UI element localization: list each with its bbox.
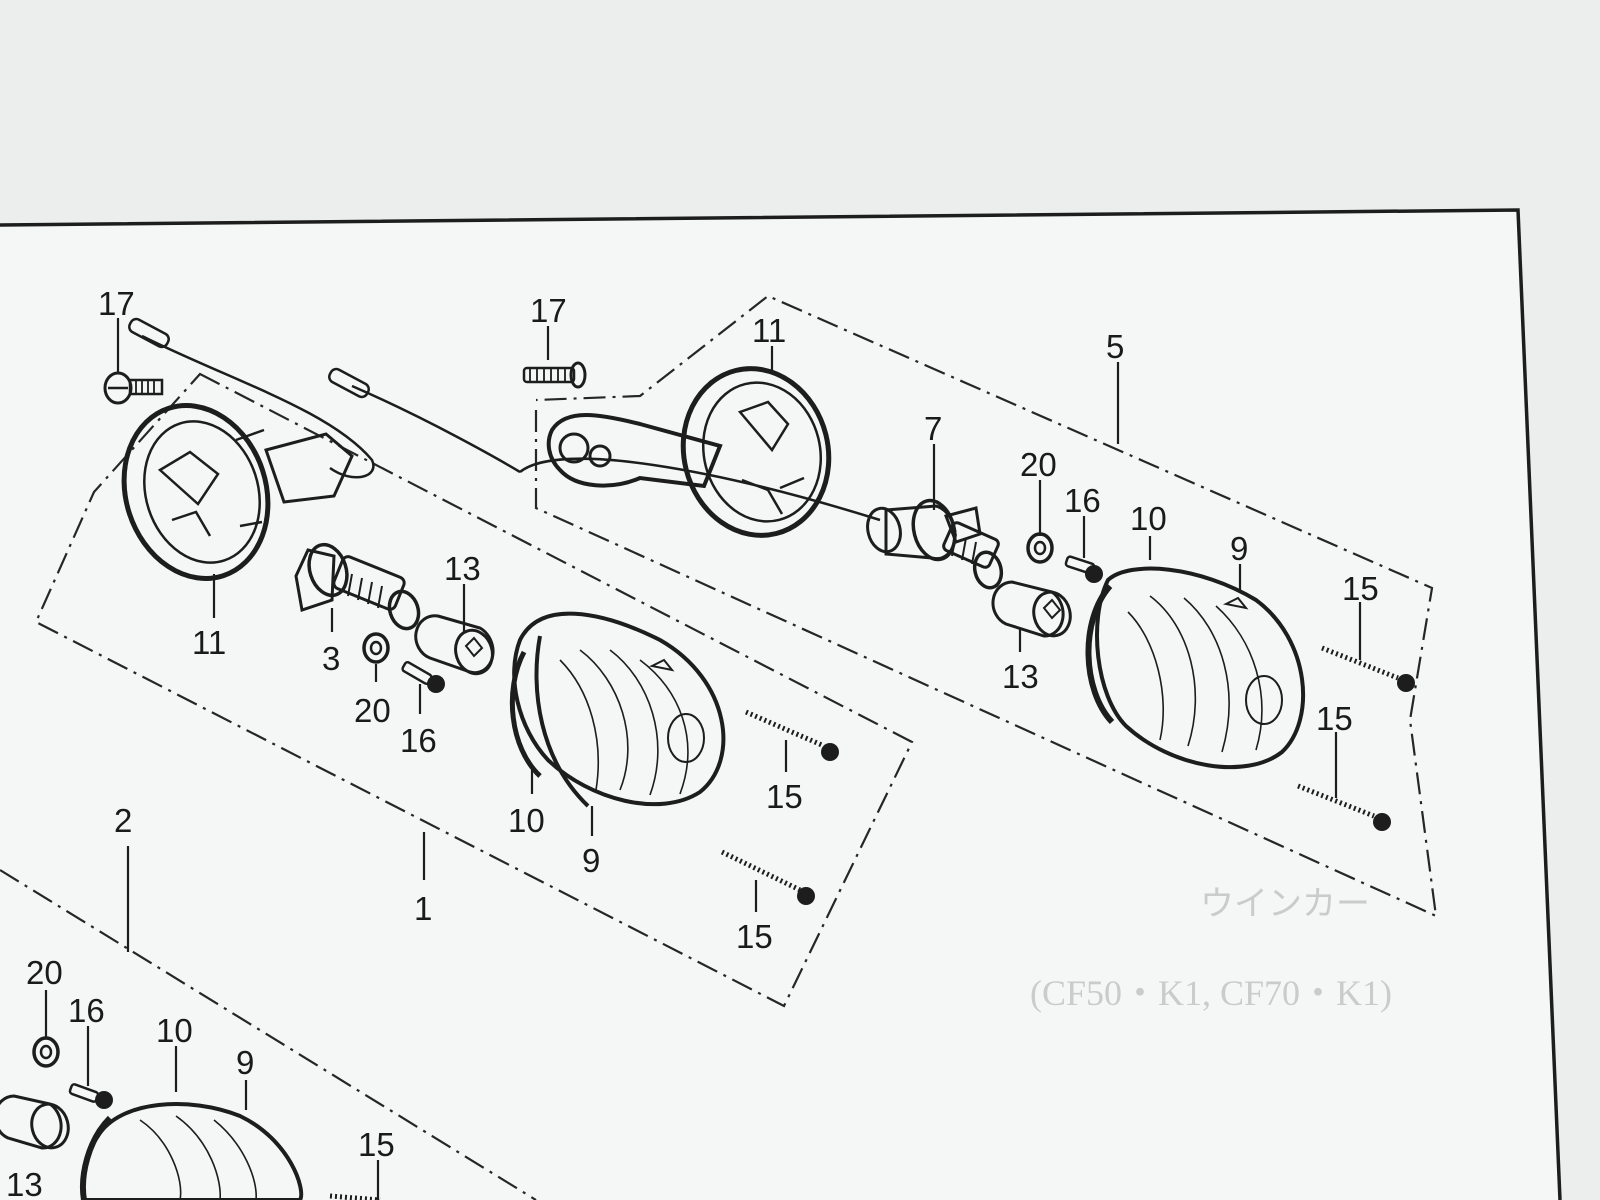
screw-16-bottom: [68, 1083, 113, 1109]
callout-3: 3: [322, 640, 340, 677]
diagram-border: [0, 208, 1562, 1200]
callout-15: 15: [1342, 570, 1379, 607]
callout-16: 16: [400, 722, 437, 759]
callout-10: 10: [1130, 500, 1167, 537]
gasket-10-left: [509, 650, 542, 778]
screw-16-right: [1064, 555, 1103, 583]
gasket-10-right: [1085, 584, 1115, 725]
housing-11-left: [121, 403, 354, 581]
callout-15: 15: [766, 778, 803, 815]
callout-20: 20: [1020, 446, 1057, 483]
screw-15-c: [1321, 645, 1415, 692]
bleed-through-text: ウインカー (CF50・K1, CF70・K1): [1030, 886, 1392, 1013]
socket-3: [294, 542, 421, 631]
callout-17: 17: [530, 292, 567, 329]
screw-15-d: [1297, 783, 1391, 831]
callout-2: 2: [114, 802, 132, 839]
washer-20-left: [362, 632, 390, 664]
ghost-text-1: ウインカー: [1200, 886, 1370, 923]
bulb-13-right: [991, 580, 1072, 638]
callout-10: 10: [156, 1012, 193, 1049]
callout-7: 7: [924, 410, 942, 447]
screw-15-a: [745, 709, 839, 761]
wire-connector-center: [328, 367, 370, 399]
screw-15-b: [720, 849, 815, 905]
callout-20: 20: [354, 692, 391, 729]
screw-15-bottom: [329, 1193, 381, 1200]
callout-10: 10: [508, 802, 545, 839]
socket-7: [866, 498, 1004, 590]
callout-9: 9: [582, 842, 600, 879]
callout-16: 16: [68, 992, 105, 1029]
callout-11: 11: [752, 312, 786, 349]
callout-15: 15: [358, 1126, 395, 1163]
bulb-13-left: [414, 614, 495, 676]
callout-20: 20: [26, 954, 63, 991]
callout-1: 1: [414, 890, 432, 927]
lens-9-bottom: [80, 1102, 304, 1200]
ghost-text-2: (CF50・K1, CF70・K1): [1030, 973, 1392, 1013]
assembly-outline-2: [0, 869, 537, 1200]
screw-17-left: [103, 371, 164, 405]
leader-lines: [44, 318, 1362, 1200]
callout-13: 13: [444, 550, 481, 587]
callout-16: 16: [1064, 482, 1101, 519]
housing-11-right: [680, 366, 832, 538]
callout-9: 9: [236, 1044, 254, 1081]
callout-9: 9: [1230, 530, 1248, 567]
assembly-outline-5: [534, 294, 1438, 918]
diagram-panel: [0, 210, 1560, 1200]
callout-5: 5: [1106, 328, 1124, 365]
lens-9-right: [1095, 566, 1306, 770]
callout-11: 11: [192, 624, 226, 661]
callout-17: 17: [98, 285, 135, 322]
callout-13: 13: [6, 1166, 43, 1200]
wire-center: [351, 384, 521, 474]
bracket-right: [546, 413, 723, 489]
callout-15: 15: [1316, 700, 1353, 737]
screw-17-center: [522, 361, 587, 389]
lens-9-left: [512, 611, 726, 808]
callout-15: 15: [736, 918, 773, 955]
wire-connector-left: [128, 317, 170, 349]
callout-labels: 17 17 11 5 7 20 16 10 9 15 15 13 11 3 13…: [6, 285, 1379, 1200]
callout-13: 13: [1002, 658, 1039, 695]
bulb-13-bottom: [0, 1094, 70, 1150]
assembly-outline-1: [34, 372, 914, 1008]
wire-left: [141, 334, 375, 479]
screw-16-left: [401, 661, 445, 693]
